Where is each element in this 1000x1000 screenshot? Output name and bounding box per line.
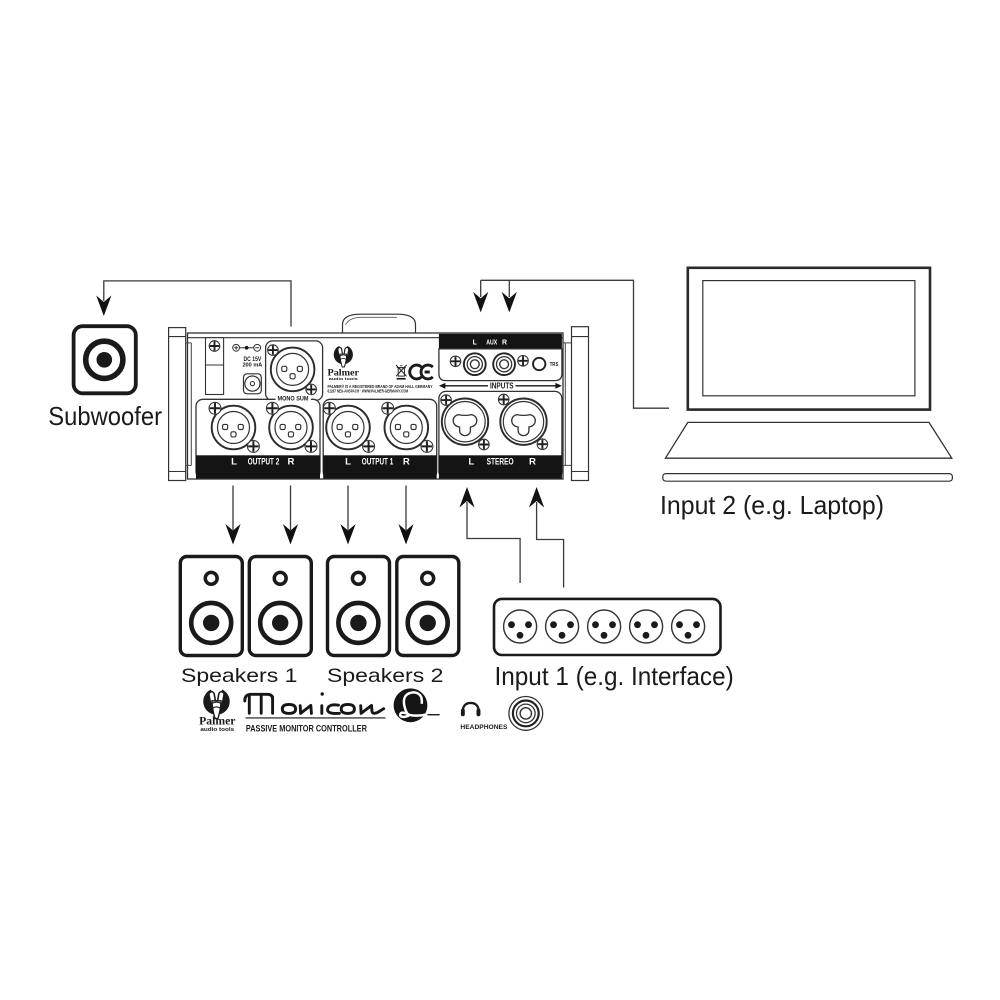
svg-text:Palmer: Palmer: [328, 367, 360, 378]
svg-text:Speakers 1: Speakers 1: [181, 665, 297, 687]
svg-text:INPUTS: INPUTS: [490, 382, 514, 391]
svg-text:61267 NEU-ANSPACH · WWW.PALMER: 61267 NEU-ANSPACH · WWW.PALMER-GERMANY.C…: [328, 388, 409, 393]
svg-text:L: L: [473, 340, 478, 347]
svg-text:L: L: [345, 456, 351, 467]
svg-text:Input 1 (e.g. Interface): Input 1 (e.g. Interface): [495, 661, 734, 691]
svg-text:Palmer: Palmer: [199, 716, 235, 728]
svg-text:R: R: [288, 456, 295, 467]
svg-text:Input 2 (e.g. Laptop): Input 2 (e.g. Laptop): [660, 490, 884, 520]
svg-text:OUTPUT 1: OUTPUT 1: [362, 456, 394, 467]
svg-text:TRS: TRS: [550, 362, 559, 368]
svg-text:R: R: [403, 456, 410, 467]
svg-text:OUTPUT 2: OUTPUT 2: [248, 456, 280, 467]
svg-text:Subwoofer: Subwoofer: [48, 401, 162, 431]
svg-text:L: L: [468, 456, 474, 467]
svg-text:L: L: [231, 456, 237, 467]
svg-text:MONO SUM: MONO SUM: [278, 395, 309, 402]
svg-text:PASSIVE MONITOR CONTROLLER: PASSIVE MONITOR CONTROLLER: [246, 724, 367, 735]
svg-text:DC 15V: DC 15V: [244, 356, 262, 363]
svg-text:200 mA: 200 mA: [242, 363, 263, 369]
svg-text:audio tools: audio tools: [329, 376, 359, 381]
svg-text:R: R: [502, 340, 507, 347]
svg-text:Speakers 2: Speakers 2: [327, 665, 443, 687]
svg-text:audio tools: audio tools: [200, 727, 234, 733]
svg-text:AUX: AUX: [486, 340, 497, 347]
svg-text:HEADPHONES: HEADPHONES: [460, 724, 507, 731]
svg-text:R: R: [529, 456, 536, 467]
svg-text:PALMER® IS A REGISTERED BRAND: PALMER® IS A REGISTERED BRAND OF ADAM HA…: [328, 384, 433, 389]
svg-text:STEREO: STEREO: [487, 456, 514, 467]
